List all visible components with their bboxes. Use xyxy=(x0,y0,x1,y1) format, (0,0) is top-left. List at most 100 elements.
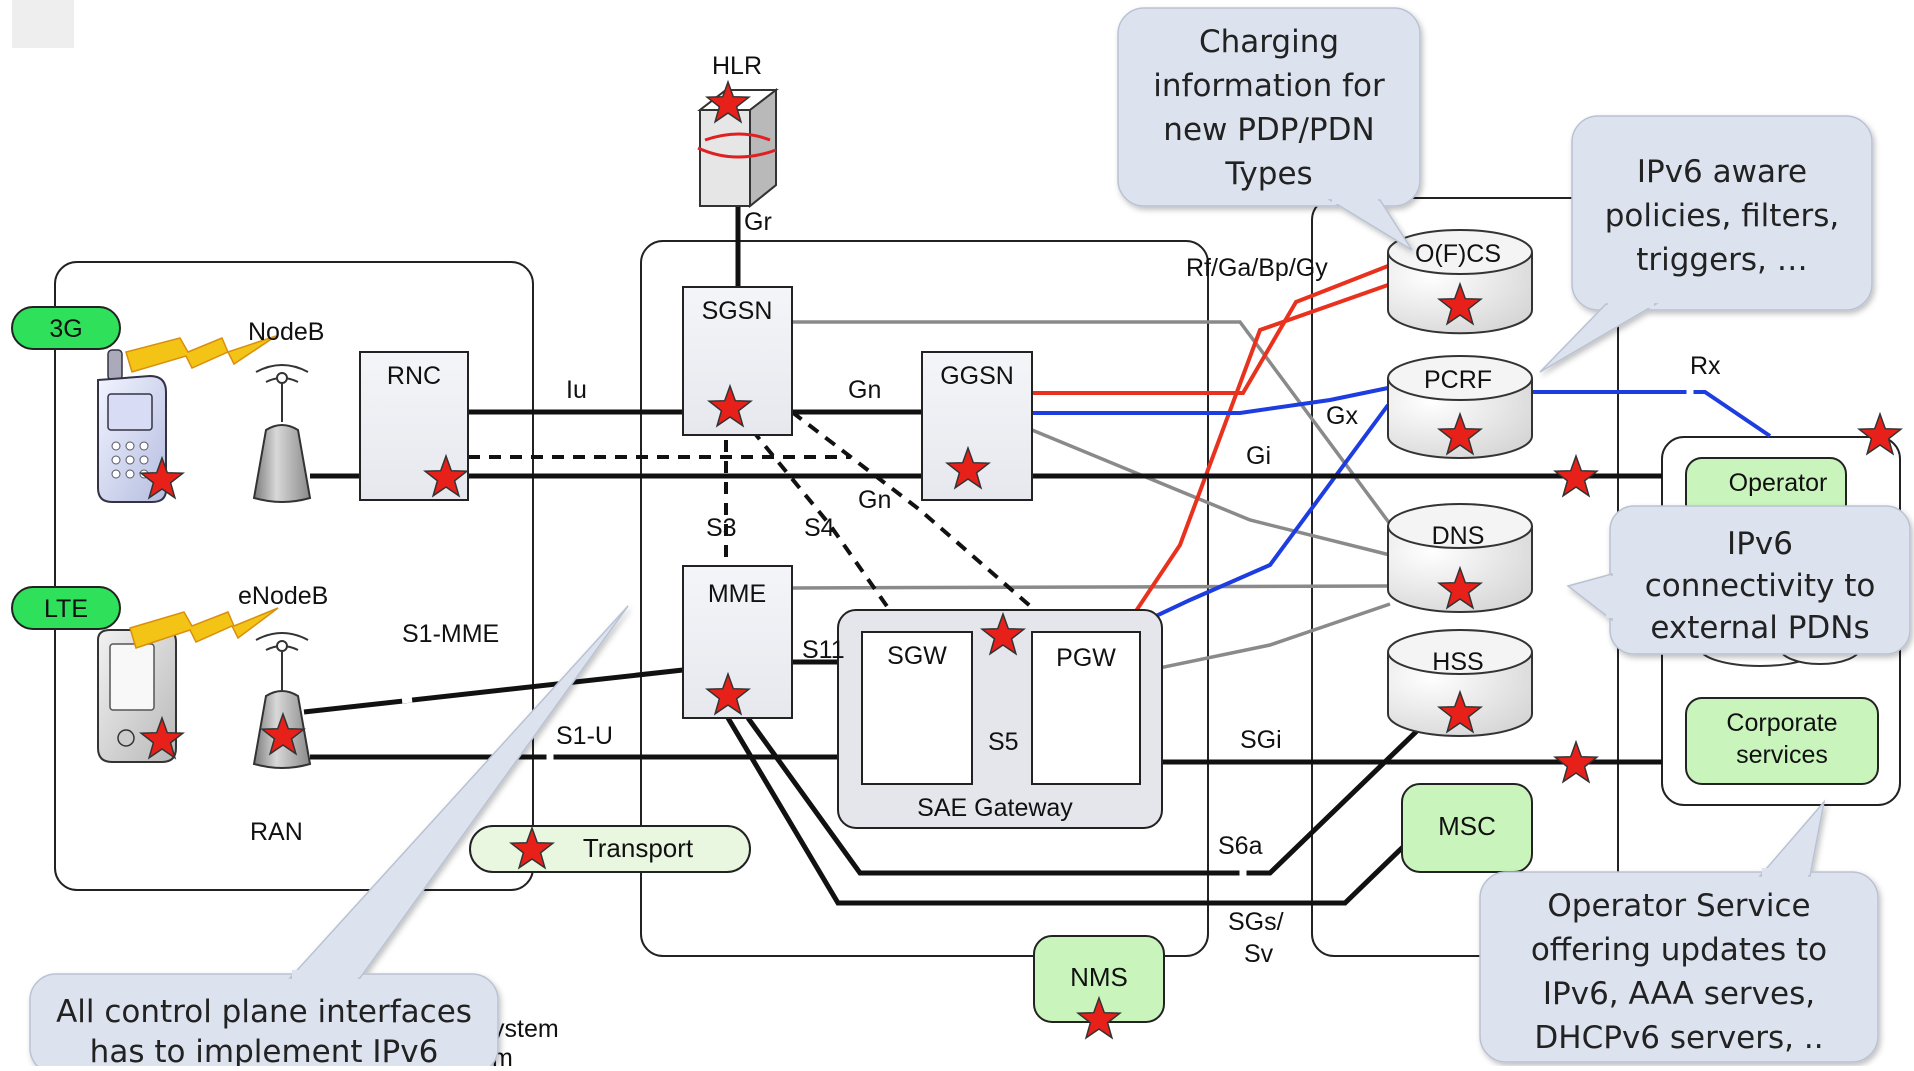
callout-control-plane xyxy=(29,605,629,1071)
callout-control-plane-line1: All control plane interfaces xyxy=(56,994,472,1030)
sgi-star-icon xyxy=(1553,739,1599,784)
mobile-phone-3g-icon[interactable] xyxy=(97,349,167,503)
nodeb-tower-icon[interactable] xyxy=(252,364,312,503)
hlr-label: HLR xyxy=(712,52,762,80)
ggsn-label: GGSN xyxy=(940,362,1014,390)
ofcs-label: O(F)CS xyxy=(1415,240,1501,268)
core-region xyxy=(640,240,1209,957)
badge-3g-label: 3G xyxy=(49,315,82,343)
sgsn-star-icon xyxy=(707,383,753,428)
pgw-node[interactable] xyxy=(1031,631,1141,785)
callout-policies-line1: IPv6 aware xyxy=(1637,154,1807,190)
iu-label: Iu xyxy=(566,376,587,404)
sgs-label-line1: SGs/ xyxy=(1228,908,1284,936)
rnc-star-icon xyxy=(423,453,469,498)
corporate-label-line2: services xyxy=(1736,741,1828,769)
sgsn-dns-link xyxy=(792,320,1392,526)
nodeb-phone-star-icon xyxy=(139,455,185,500)
pgw-dns-link xyxy=(1139,602,1391,674)
callout-charging-line2: information for xyxy=(1153,68,1385,104)
hlr-star-icon xyxy=(705,79,751,124)
callout-connectivity xyxy=(1566,505,1911,655)
s4-dashed xyxy=(750,428,907,634)
gn-mid-dashed xyxy=(790,410,1062,634)
callout-operator-service-line4: DHCPv6 servers, .. xyxy=(1534,1020,1823,1056)
s6a-link xyxy=(745,716,1422,876)
nms-label: NMS xyxy=(1070,962,1128,992)
rnc-label: RNC xyxy=(387,362,441,390)
s5-label: S5 xyxy=(988,728,1019,756)
gx-label: Gx xyxy=(1326,402,1358,430)
lte-device-star-icon xyxy=(139,715,185,760)
callout-operator-service xyxy=(1479,799,1879,1063)
rf-label: Rf/Ga/Bp/Gy xyxy=(1186,254,1328,282)
msc-node[interactable] xyxy=(1401,783,1533,873)
rx-label: Rx xyxy=(1690,352,1721,380)
ran-label: RAN xyxy=(250,818,303,846)
nms-star-icon xyxy=(1076,995,1122,1040)
callout-connectivity-line3: external PDNs xyxy=(1650,610,1869,646)
pgw-label: PGW xyxy=(1056,644,1116,672)
line-gaps xyxy=(401,386,1694,880)
pcrf-star-icon xyxy=(1437,411,1483,456)
pgw-ofcs-link-2 xyxy=(1120,283,1389,634)
callout-connectivity-line2: connectivity to xyxy=(1645,568,1876,604)
ran-region xyxy=(54,261,534,891)
callout-policies-line3: triggers, … xyxy=(1636,242,1808,278)
ggsn-ofcs-link-1 xyxy=(1032,264,1389,395)
badge-lte xyxy=(11,586,121,630)
sgw-label: SGW xyxy=(887,642,947,670)
partial-system-text-1: ystem xyxy=(492,1015,559,1043)
radio-link-lte-icon xyxy=(129,607,279,649)
nodeb-label: NodeB xyxy=(248,318,324,346)
ggsn-dns-link xyxy=(1031,428,1391,557)
mme-label: MME xyxy=(708,580,766,608)
s4-label: S4 xyxy=(804,514,835,542)
badge-lte-label: LTE xyxy=(44,595,88,623)
sgs-link xyxy=(725,716,1407,906)
corporate-label-line1: Corporate xyxy=(1726,709,1837,737)
s1-mme-link xyxy=(303,667,684,715)
corporate-services-node[interactable] xyxy=(1685,697,1879,785)
sgi-label: SGi xyxy=(1240,726,1282,754)
callout-control-plane-line2: has to implement IPv6 xyxy=(90,1034,439,1066)
hss-star-icon xyxy=(1437,689,1483,734)
enodeb-label: eNodeB xyxy=(238,582,328,610)
hss-label: HSS xyxy=(1432,648,1483,676)
pcrf-rx-link xyxy=(1532,390,1772,438)
mme-star-icon xyxy=(705,671,751,716)
radio-link-3g-icon xyxy=(125,335,277,373)
gi-label: Gi xyxy=(1246,442,1271,470)
pdn-star-icon xyxy=(1857,411,1903,456)
callout-policies xyxy=(1539,115,1873,373)
dashed-connectors xyxy=(468,410,1062,634)
callout-operator-service-line3: IPv6, AAA serves, xyxy=(1543,976,1815,1012)
gr-label: Gr xyxy=(744,208,772,236)
sae-gateway-star-icon xyxy=(980,611,1026,656)
pcrf-label: PCRF xyxy=(1424,366,1492,394)
sgs-label-line2: Sv xyxy=(1244,940,1274,968)
callout-charging-line3: new PDP/PDN xyxy=(1163,112,1374,148)
enodeb-tower-icon[interactable] xyxy=(252,632,312,769)
corner-square xyxy=(12,0,74,48)
ggsn-pcrf-link xyxy=(1032,386,1389,415)
msc-label: MSC xyxy=(1438,811,1496,841)
dns-label: DNS xyxy=(1432,522,1485,550)
s1-mme-region-label: S1-MME xyxy=(402,620,499,648)
sgw-node[interactable] xyxy=(861,631,973,785)
callout-operator-service-line2: offering updates to xyxy=(1531,932,1827,968)
callout-charging-line1: Charging xyxy=(1199,24,1339,60)
gn-top-label: Gn xyxy=(848,376,881,404)
s1u-label: S1-U xyxy=(556,722,613,750)
s3-label: S3 xyxy=(706,514,737,542)
callout-connectivity-line1: IPv6 xyxy=(1727,526,1793,562)
enodeb-star-icon xyxy=(260,711,306,756)
mobile-device-lte-icon[interactable] xyxy=(97,629,177,763)
callout-charging xyxy=(1117,7,1421,251)
s1-mme-gap xyxy=(401,695,413,704)
ipv6-marker-stars xyxy=(139,79,1903,1040)
sgsn-label: SGSN xyxy=(702,297,773,325)
pgw-pcrf-link xyxy=(1121,403,1390,634)
